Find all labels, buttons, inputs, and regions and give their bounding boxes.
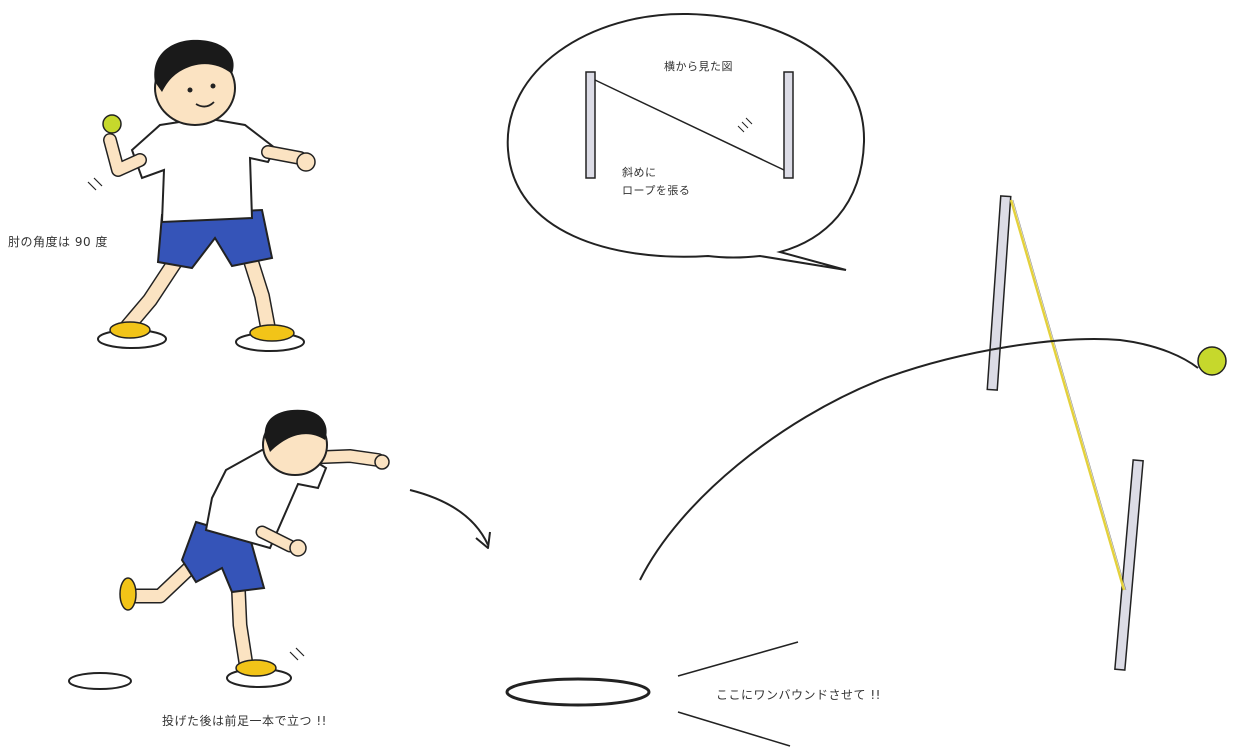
landing-ring-icon [68, 672, 132, 690]
pole-icon [986, 195, 1012, 391]
pointer-line [677, 641, 799, 677]
pole-icon [783, 71, 794, 179]
after-throw-label: 投げた後は前足一本で立つ !! [162, 714, 327, 728]
rope-line [594, 79, 785, 171]
pole-icon [1114, 459, 1144, 671]
pointer-line [677, 711, 791, 747]
ball-trajectory [639, 338, 1199, 581]
shoe [235, 659, 277, 677]
boy-ready-figure [87, 39, 316, 352]
rope-line [1009, 199, 1126, 591]
rope-label: ロープを張る [622, 184, 691, 197]
ball-icon [1197, 346, 1227, 376]
side-view-label: 横から見た図 [664, 60, 733, 73]
shoe [119, 577, 137, 611]
shoe [249, 324, 295, 342]
hair [154, 39, 234, 92]
ball-icon [102, 114, 122, 134]
pole-icon [585, 71, 596, 179]
hair [264, 409, 327, 452]
speech-bubble [506, 12, 866, 271]
shorts [156, 208, 274, 270]
elbow-angle-label: 肘の角度は 90 度 [8, 235, 108, 249]
shoe [109, 321, 151, 339]
bounce-here-label: ここにワンバウンドさせて !! [716, 688, 881, 702]
shirt [130, 116, 277, 224]
boy-throwing-figure [68, 409, 390, 690]
arrow-icon [409, 489, 491, 549]
pole-rope-setup [986, 195, 1144, 671]
landing-ring-icon [505, 677, 651, 707]
diagonal-label: 斜めに [622, 166, 657, 179]
